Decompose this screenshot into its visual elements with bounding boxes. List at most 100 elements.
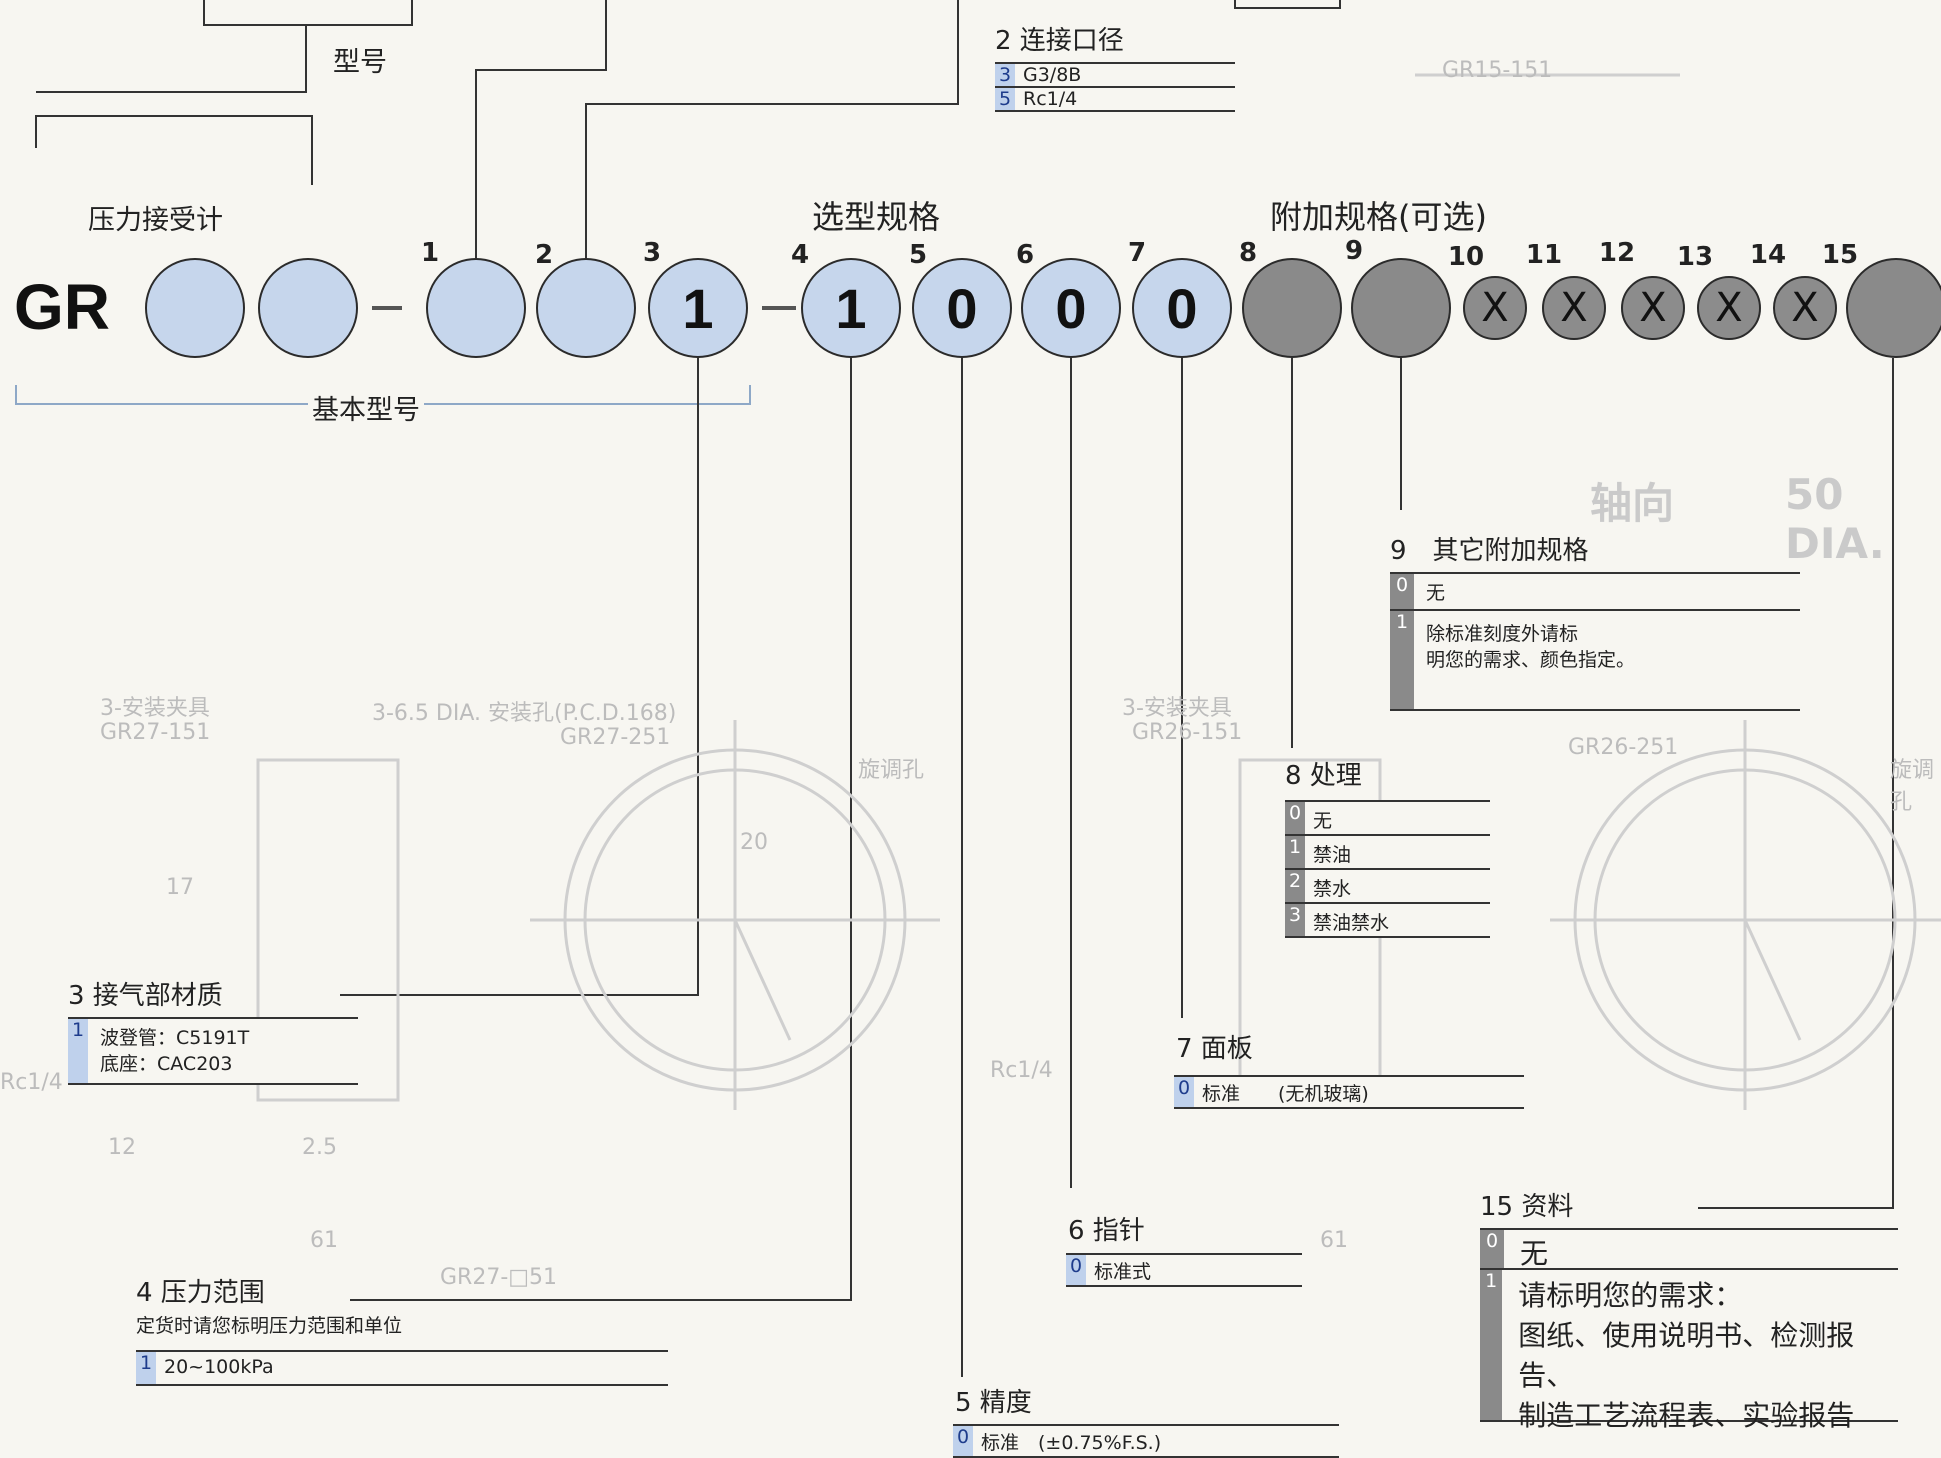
code-slot-1 <box>426 258 526 358</box>
code-slot-5: 0 <box>912 258 1012 358</box>
position-number: 1 <box>420 238 440 268</box>
option-code: 0 <box>1174 1077 1194 1107</box>
code-slot-12: X <box>1621 276 1685 340</box>
pointer-row: 0 标准式 <box>1066 1255 1302 1287</box>
position-number: 11 <box>1525 240 1563 270</box>
position-number: 13 <box>1676 242 1714 272</box>
bg-bracket-a: 3-安装夹具 <box>100 696 210 721</box>
code-slot-6: 0 <box>1021 258 1121 358</box>
code-slot-9 <box>1351 258 1451 358</box>
accuracy-row: 0 标准 (±0.75%F.S.) <box>953 1426 1339 1458</box>
code-slot-base-1 <box>145 258 245 358</box>
position-number: 5 <box>908 240 928 270</box>
position-number: 8 <box>1238 238 1258 268</box>
position-number: 2 <box>534 240 554 270</box>
option-text-line: 底座：CAC203 <box>100 1053 233 1075</box>
code-separator <box>762 306 796 310</box>
option-code: 3 <box>995 64 1015 86</box>
bg-hole-a: 旋调孔 <box>858 758 925 783</box>
port-size-row: 5 Rc1/4 <box>995 88 1235 112</box>
option-text: 20~100kPa <box>164 1356 274 1378</box>
code-slot-2 <box>536 258 636 358</box>
bg-bracket-b: 3-安装夹具 <box>1122 696 1232 721</box>
documents-title: 15 资料 <box>1480 1192 1574 1222</box>
option-code: 0 <box>1480 1230 1504 1268</box>
position-number: 12 <box>1598 238 1636 268</box>
code-slot-8 <box>1242 258 1342 358</box>
option-text: G3/8B <box>1023 64 1082 86</box>
position-number: 4 <box>790 240 810 270</box>
position-number: 10 <box>1447 242 1485 272</box>
bg-mount-hole-a: 3-6.5 DIA. 安装孔(P.C.D.168) <box>372 701 677 726</box>
option-code: 2 <box>1285 870 1305 902</box>
bg-dim: 61 <box>1320 1228 1348 1253</box>
code-slot-14: X <box>1773 276 1837 340</box>
bg-port-b: Rc1/4 <box>990 1058 1053 1083</box>
option-text: 无 <box>1313 810 1333 832</box>
treatment-row: 3 禁油禁水 <box>1285 904 1490 938</box>
option-text-line: 除标准刻度外请标 <box>1426 623 1579 645</box>
bg-dim: 20 <box>740 830 768 855</box>
option-text-line: 明您的需求、颜色指定。 <box>1426 649 1636 671</box>
pressure-receiver-label: 压力接受计 <box>88 205 223 236</box>
option-code: 1 <box>136 1352 156 1384</box>
option-code: 1 <box>1480 1270 1503 1420</box>
option-code: 0 <box>953 1426 973 1456</box>
option-code: 0 <box>1285 802 1305 834</box>
option-text: Rc1/4 <box>1023 88 1078 110</box>
bg-model-c: GR26-151 <box>1132 720 1243 745</box>
pointer-title: 6 指针 <box>1068 1216 1145 1246</box>
pressure-range-table: 1 20~100kPa <box>136 1350 668 1386</box>
position-number: 3 <box>642 238 662 268</box>
bg-dim: 17 <box>166 875 194 900</box>
material-table: 1 波登管：C5191T 底座：CAC203 <box>68 1017 358 1085</box>
panel-table: 0 标准 (无机玻璃) <box>1174 1075 1524 1109</box>
bg-hole-b: 旋调孔 <box>1890 758 1935 815</box>
bg-port-a: Rc1/4 <box>0 1070 63 1095</box>
code-slot-3: 1 <box>648 258 748 358</box>
option-code: 0 <box>1066 1255 1086 1285</box>
code-slot-11: X <box>1542 276 1606 340</box>
port-size-title: 2 连接口径 <box>995 26 1124 56</box>
code-slot-13: X <box>1697 276 1761 340</box>
bg-dim: 61 <box>310 1228 338 1253</box>
accuracy-title: 5 精度 <box>955 1388 1032 1418</box>
additional-spec-label: 附加规格(可选) <box>1270 198 1487 236</box>
bg-model-e: GR15-151 <box>1442 58 1553 83</box>
option-code: 0 <box>1390 574 1414 609</box>
bg-model-f: GR27-□51 <box>440 1265 558 1290</box>
documents-table: 0 无 1 请标明您的需求： 图纸、使用说明书、检测报告、 制造工艺流程表、实验… <box>1480 1228 1898 1432</box>
treatment-row: 2 禁水 <box>1285 870 1490 904</box>
port-size-table: 3 G3/8B 5 Rc1/4 <box>995 62 1235 112</box>
position-number: 14 <box>1749 240 1787 270</box>
option-text: 禁油禁水 <box>1313 912 1390 934</box>
option-text: 标准 (无机玻璃) <box>1202 1083 1369 1105</box>
model-label: 型号 <box>333 47 387 78</box>
option-text-line: 制造工艺流程表、实验报告 <box>1518 1399 1855 1432</box>
accuracy-table: 0 标准 (±0.75%F.S.) <box>953 1424 1339 1458</box>
code-slot-7: 0 <box>1132 258 1232 358</box>
other-spec-row: 1 除标准刻度外请标 明您的需求、颜色指定。 <box>1390 611 1800 711</box>
option-text-line: 请标明您的需求： <box>1518 1279 1743 1312</box>
treatment-row: 1 禁油 <box>1285 836 1490 870</box>
option-text: 无 <box>1520 1237 1549 1270</box>
other-spec-row: 0 无 <box>1390 574 1800 611</box>
code-slot-15 <box>1846 258 1941 358</box>
option-code: 3 <box>1285 904 1305 936</box>
panel-row: 0 标准 (无机玻璃) <box>1174 1077 1524 1109</box>
bg-dim: 12 <box>108 1135 136 1160</box>
option-text: 禁水 <box>1313 878 1352 900</box>
option-text: 禁油 <box>1313 844 1352 866</box>
option-text: 标准 (±0.75%F.S.) <box>981 1432 1162 1454</box>
other-spec-title: 9 其它附加规格 <box>1390 536 1589 566</box>
code-separator <box>372 306 402 310</box>
bg-dim: 2.5 <box>302 1135 337 1160</box>
option-code: 1 <box>68 1019 88 1083</box>
other-spec-table: 0 无 1 除标准刻度外请标 明您的需求、颜色指定。 <box>1390 572 1800 711</box>
pressure-range-title: 4 压力范围 定货时请您标明压力范围和单位 <box>136 1272 402 1338</box>
port-size-row: 3 G3/8B <box>995 64 1235 88</box>
option-text-line: 波登管：C5191T <box>100 1027 250 1049</box>
pointer-table: 0 标准式 <box>1066 1253 1302 1287</box>
option-code: 1 <box>1285 836 1305 868</box>
option-text-line: 图纸、使用说明书、检测报告、 <box>1518 1319 1855 1392</box>
